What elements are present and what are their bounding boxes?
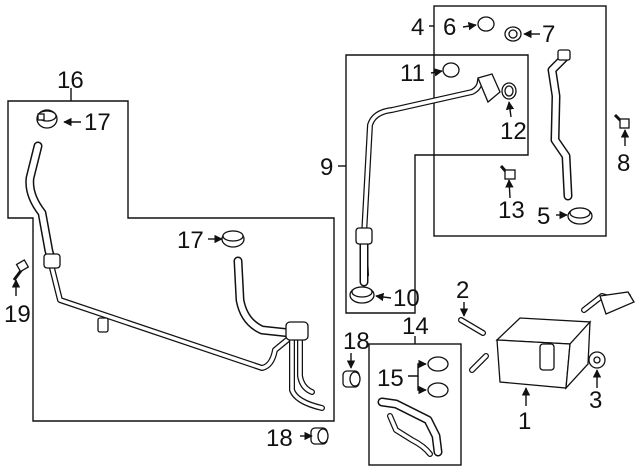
bolt-13: [499, 165, 516, 180]
pin-2: [458, 317, 486, 336]
bolt-8: [613, 113, 630, 129]
callout-11: 11: [400, 60, 425, 87]
callout-16: 16: [57, 67, 84, 94]
callout-7: 7: [542, 21, 555, 48]
group-box-9: [345, 54, 529, 314]
callout-17-upper: 17: [84, 109, 111, 136]
callout-10: 10: [393, 285, 420, 312]
seal-12: [501, 82, 517, 100]
callout-17-lower: 17: [177, 227, 204, 254]
clamp-15-lower: [427, 382, 449, 398]
nut-6: [477, 16, 495, 32]
callout-9: 9: [320, 154, 333, 181]
clamp-10: [349, 286, 375, 304]
callout-6: 6: [443, 14, 456, 41]
callout-14: 14: [402, 313, 429, 340]
callout-18-lower: 18: [266, 425, 293, 452]
clamp-15-upper: [427, 356, 449, 372]
hose-clamp-17-upper: [36, 109, 58, 129]
nut-11: [442, 62, 460, 78]
group-box-4: [433, 5, 607, 237]
clamp-5: [567, 207, 593, 225]
tube-14: [377, 397, 443, 457]
cooler-pipe-9: [355, 73, 501, 287]
callout-3: 3: [589, 387, 602, 414]
callout-18-upper: 18: [343, 328, 370, 355]
callout-5: 5: [537, 203, 550, 230]
group-box-16: [7, 100, 335, 422]
callout-8: 8: [617, 150, 630, 177]
hose-clamp-17-lower: [221, 230, 245, 248]
callout-4: 4: [411, 14, 424, 41]
clip-18-upper: [342, 370, 361, 388]
callout-15: 15: [377, 365, 404, 392]
callout-19: 19: [4, 301, 31, 328]
clip-18-lower: [310, 427, 329, 445]
callout-12: 12: [500, 118, 527, 145]
callout-2: 2: [456, 277, 469, 304]
cooler-line-16: [25, 141, 325, 411]
hose-4: [547, 49, 573, 201]
bolt-19: [12, 259, 30, 281]
nut-3: [588, 351, 606, 369]
callout-1: 1: [518, 408, 531, 435]
callout-13: 13: [498, 197, 525, 224]
seal-7: [504, 26, 522, 42]
oil-cooler-1: [469, 291, 635, 390]
